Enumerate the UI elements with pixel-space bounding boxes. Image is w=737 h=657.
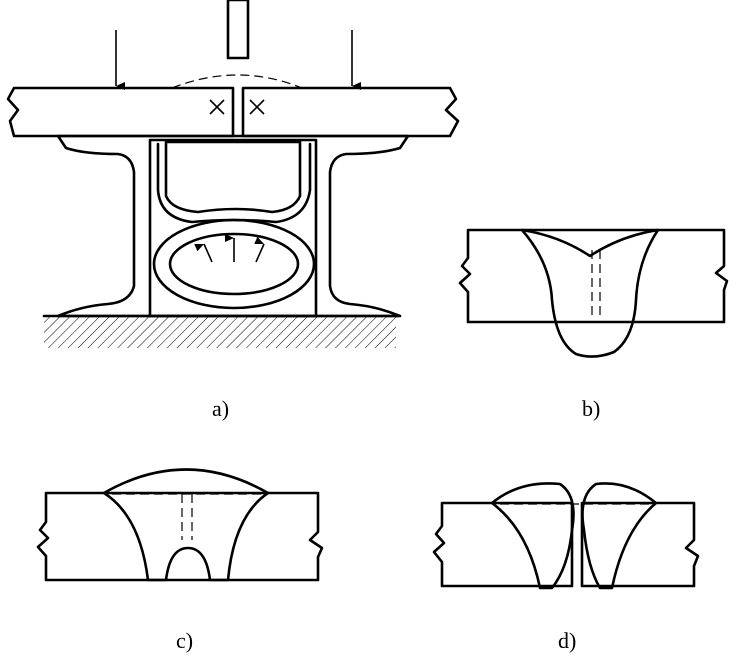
panel-a: a) (6, 0, 460, 421)
backing-fixture (56, 134, 410, 318)
panel-d-weld-left (490, 482, 575, 590)
panel-c: c) (36, 468, 324, 653)
weld-root-marks (209, 99, 265, 115)
weld-bead-outline (171, 74, 303, 89)
panel-b-weld (520, 228, 660, 358)
panel-d: d) (432, 482, 700, 653)
panel-b-joint-dashes (560, 250, 630, 323)
electrode (226, 0, 250, 60)
base-ground (44, 316, 396, 348)
air-tube-outer (152, 218, 316, 310)
caption-b: b) (582, 396, 600, 421)
panel-c-joint-dashes (112, 493, 262, 540)
caption-c: c) (176, 628, 193, 653)
panel-d-weld-right (581, 482, 658, 590)
panel-b: b) (458, 228, 729, 421)
panel-d-plate-right (580, 501, 700, 588)
flux-powder (164, 140, 302, 214)
pressure-arrow-right (254, 236, 265, 263)
air-tube-inner (168, 232, 300, 296)
fixture-cavity (148, 138, 318, 318)
right-plate (241, 86, 460, 138)
caption-a: a) (212, 396, 229, 421)
pressure-arrow-left (194, 243, 213, 263)
panel-d-plate-left (432, 501, 574, 588)
panel-c-weld (102, 468, 270, 582)
panel-b-plate (458, 228, 729, 324)
caption-d: d) (558, 628, 576, 653)
panel-c-plate (36, 491, 324, 582)
left-plate (6, 86, 235, 138)
